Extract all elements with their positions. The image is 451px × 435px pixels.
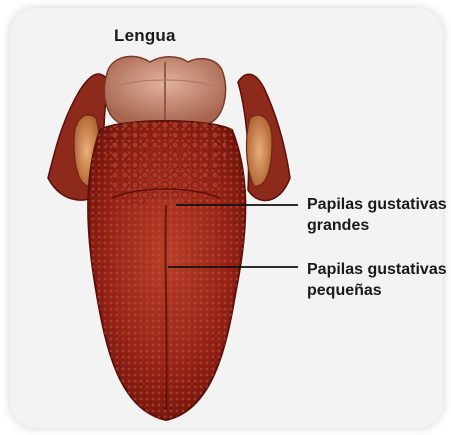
label-small-papillae: Papilas gustativas pequeñas bbox=[307, 259, 447, 301]
label-large-papillae-line1: Papilas gustativas bbox=[307, 194, 447, 215]
median-groove bbox=[165, 205, 166, 410]
label-small-papillae-line1: Papilas gustativas bbox=[307, 259, 447, 280]
label-small-papillae-line2: pequeñas bbox=[307, 280, 447, 301]
label-large-papillae-line2: grandes bbox=[307, 215, 447, 236]
diagram-title: Lengua bbox=[114, 26, 176, 46]
label-large-papillae: Papilas gustativas grandes bbox=[307, 194, 447, 236]
